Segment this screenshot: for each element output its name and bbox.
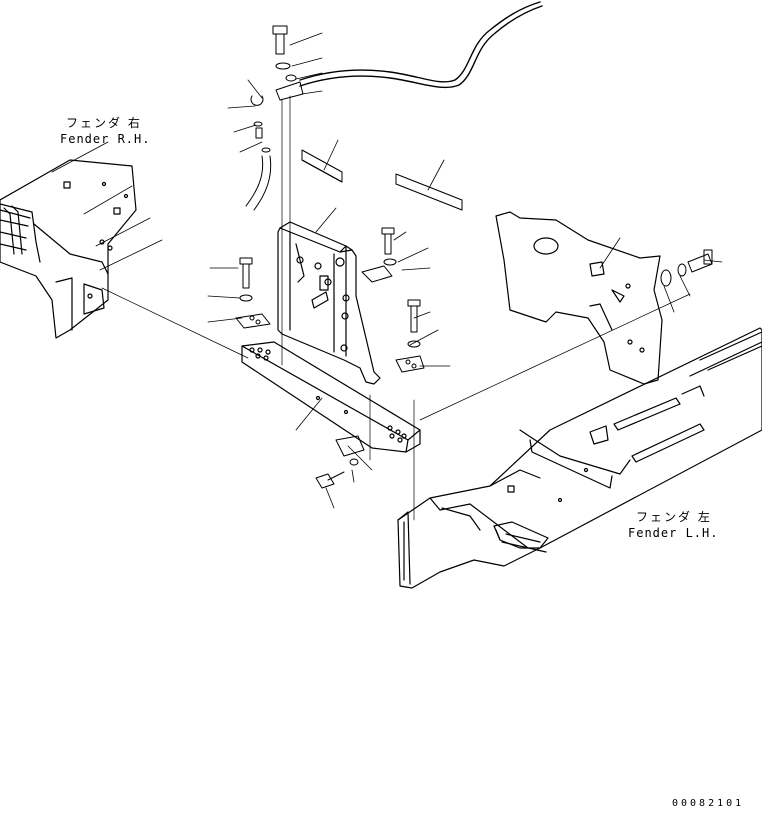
hose-fittings [246, 96, 271, 210]
fender-rh-drawing [0, 160, 136, 338]
callout-leaders [52, 33, 722, 508]
bolts-left [236, 258, 270, 328]
fender-lh-drawing [398, 328, 762, 588]
side-bolt-set [661, 250, 712, 286]
wear-strips [302, 150, 462, 210]
top-bolt [273, 26, 303, 100]
hose-line [300, 2, 542, 87]
small-bracket-bolt [316, 436, 364, 488]
fender-rh-label-jp: フェンダ 右 [66, 116, 142, 130]
main-bracket [278, 222, 380, 384]
fender-lh-label-jp: フェンダ 左 [636, 510, 712, 524]
fender-rh-label-en: Fender R.H. [60, 132, 151, 146]
fender-lh-label-en: Fender L.H. [628, 526, 719, 540]
base-plate [242, 342, 420, 452]
drawing-number: 00082101 [672, 798, 745, 809]
bolts-right [362, 228, 424, 372]
side-cover [496, 212, 662, 384]
assembly-lines [102, 96, 690, 520]
